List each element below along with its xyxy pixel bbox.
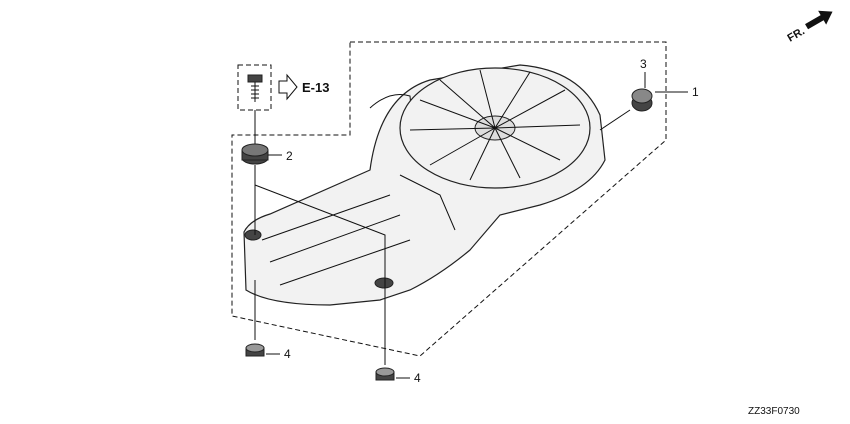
rubber-mount: 2 — [241, 143, 293, 165]
callout-4-left: 4 — [284, 347, 291, 361]
collar-right: 4 — [375, 367, 421, 385]
collar-left: 4 — [245, 343, 291, 361]
front-direction-indicator: FR. — [786, 10, 833, 45]
callout-1: 1 — [692, 85, 699, 99]
callout-3: 3 — [640, 57, 647, 71]
bolt-assembly — [237, 64, 272, 150]
direction-label: FR. — [786, 25, 807, 44]
callout-2: 2 — [286, 149, 293, 163]
fan-cover — [243, 64, 606, 306]
grommet: 3 — [599, 57, 653, 131]
drawing-code: ZZ33F0730 — [748, 406, 800, 417]
assembly-boundary — [231, 41, 667, 357]
callout-4-right: 4 — [414, 371, 421, 385]
direction-arrow-icon — [805, 10, 833, 30]
reference-label: E-13 — [302, 80, 329, 95]
reference-arrow: E-13 — [278, 73, 329, 101]
